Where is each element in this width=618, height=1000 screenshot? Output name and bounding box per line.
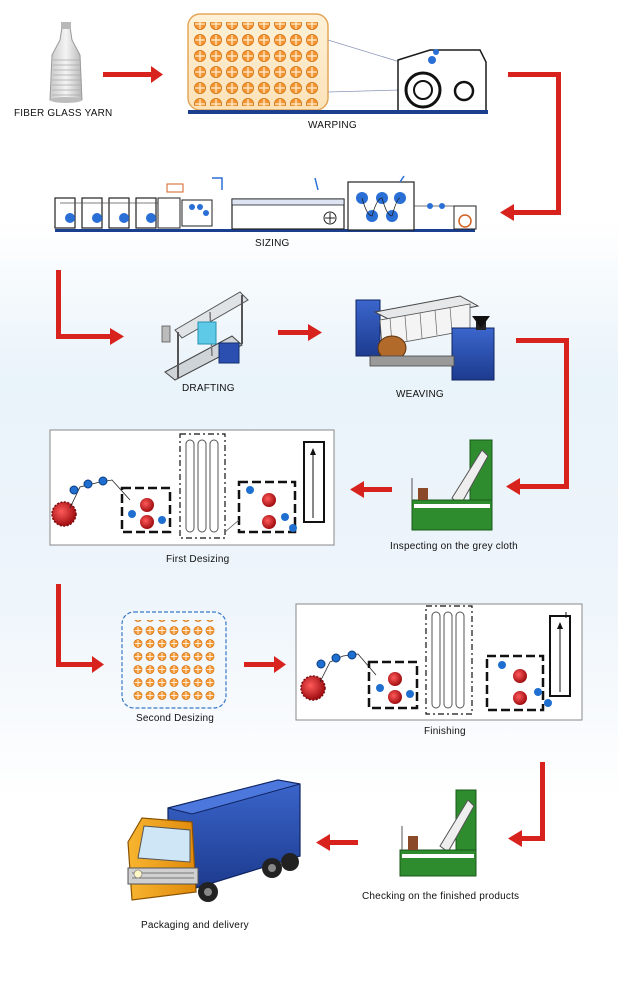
drafting-machine — [161, 291, 249, 381]
arrow-weaving-to-inspecting — [506, 338, 569, 495]
arrow-sizing-to-drafting — [56, 270, 124, 345]
label-packaging: Packaging and delivery — [141, 920, 249, 931]
label-fiber-glass-yarn: FIBER GLASS YARN — [14, 108, 113, 119]
first-desizing-panel — [49, 429, 335, 546]
arrow-first-desizing-to-second-desizing — [56, 584, 104, 673]
second-desizing-creel — [121, 611, 227, 709]
label-inspecting: Inspecting on the grey cloth — [390, 541, 518, 552]
fiber-glass-yarn-spool-icon — [49, 22, 83, 103]
warping-machine — [188, 39, 488, 114]
label-weaving: WEAVING — [396, 389, 444, 400]
arrow-drafting-to-weaving — [278, 324, 322, 341]
label-sizing: SIZING — [255, 238, 290, 249]
arrow-finishing-to-checking — [508, 762, 545, 847]
arrow-second-desizing-to-finishing — [244, 656, 286, 673]
delivery-truck-icon — [127, 779, 301, 902]
arrow-inspecting-to-first-desizing — [350, 481, 392, 498]
label-checking: Checking on the finished products — [362, 891, 520, 902]
arrow-checking-to-packaging — [316, 834, 358, 851]
label-warping: WARPING — [308, 120, 357, 131]
label-finishing: Finishing — [424, 726, 466, 737]
checking-machine — [399, 789, 477, 877]
arrow-yarn-to-warping — [103, 66, 163, 83]
arrow-warping-to-sizing — [500, 72, 561, 221]
inspecting-machine — [411, 439, 493, 531]
label-first-desizing: First Desizing — [166, 554, 230, 565]
label-second-desizing: Second Desizing — [136, 713, 215, 724]
sizing-line — [54, 175, 477, 232]
finishing-panel — [295, 603, 583, 721]
weaving-machine — [355, 295, 495, 381]
label-drafting: DRAFTING — [182, 383, 235, 394]
flow-arrows — [56, 66, 569, 851]
warping-creel — [187, 13, 329, 111]
